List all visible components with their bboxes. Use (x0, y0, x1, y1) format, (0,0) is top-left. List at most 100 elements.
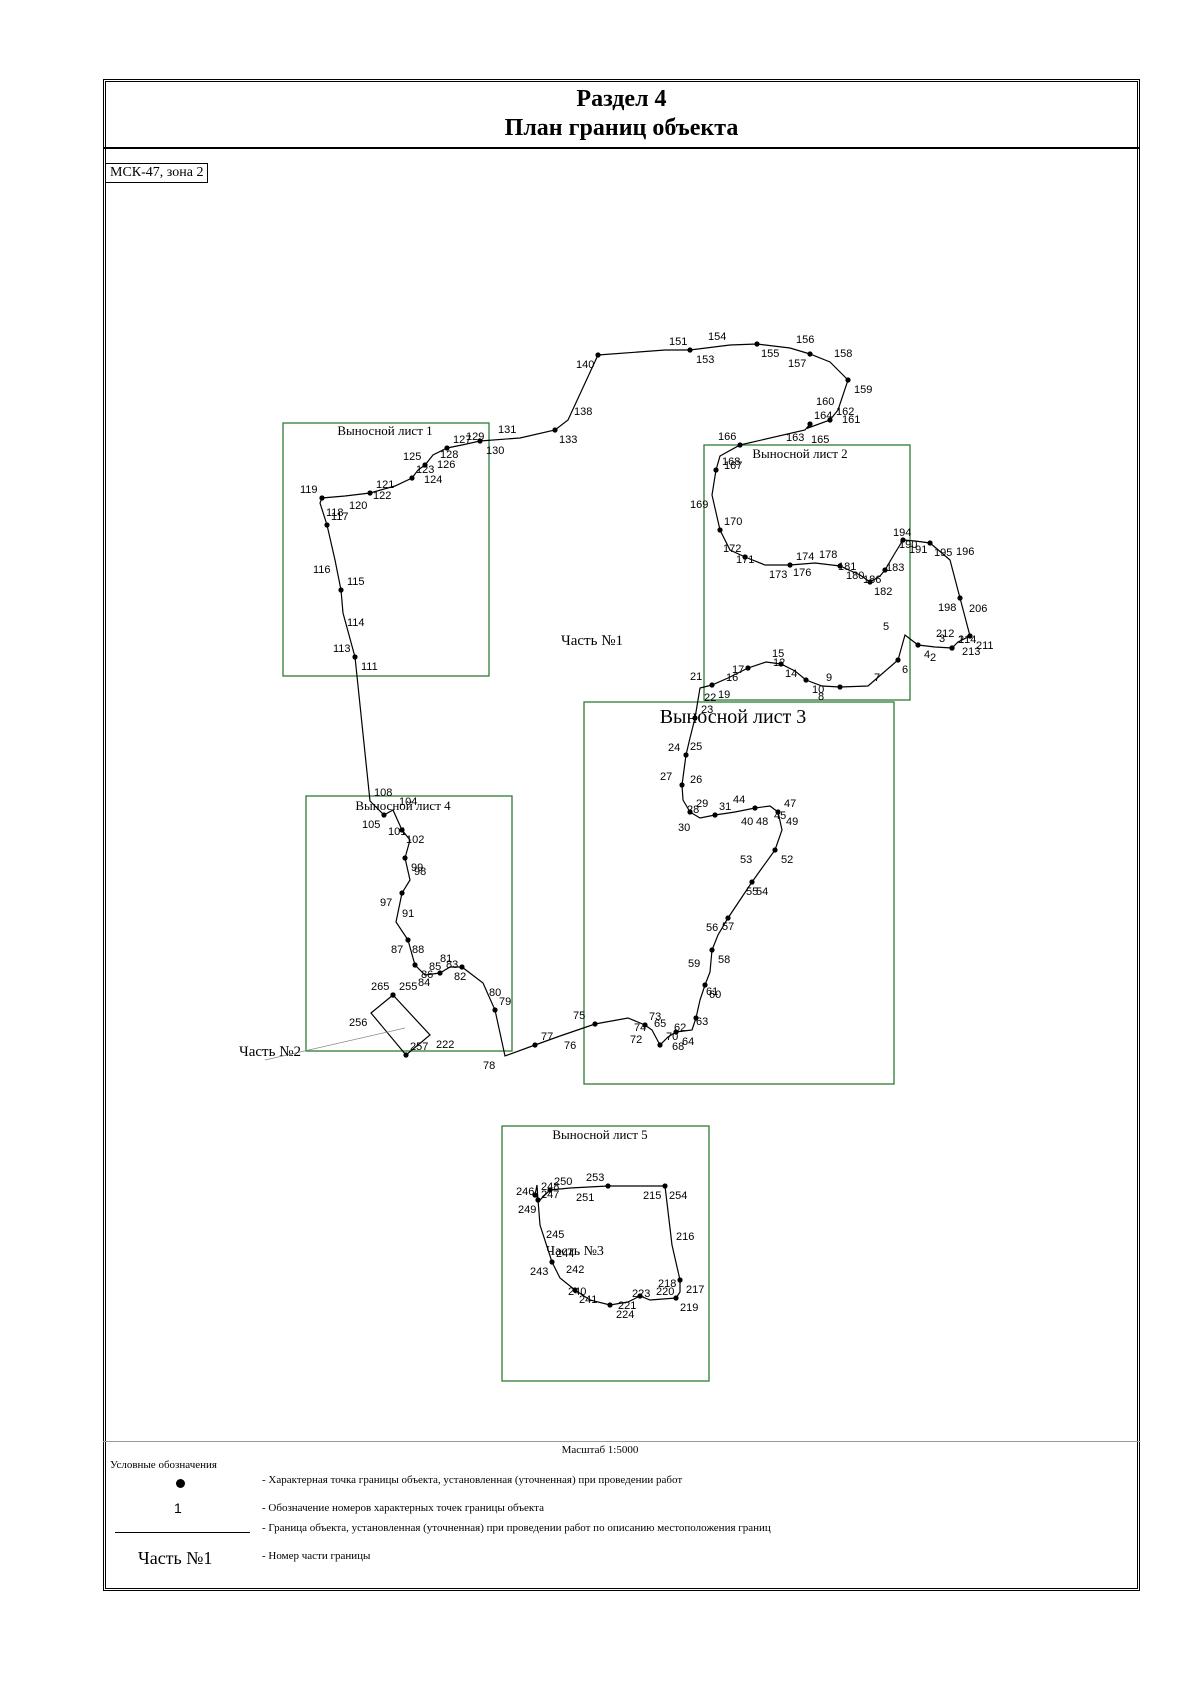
point-number: 79 (499, 996, 511, 1008)
point-number: 59 (688, 958, 700, 970)
point-number: 80 (489, 987, 501, 999)
point-number: 190 (899, 539, 917, 551)
boundary-point (409, 475, 415, 481)
page-subtitle: План границ объекта (504, 115, 739, 141)
point-number: 97 (380, 897, 392, 909)
point-number: 167 (724, 460, 742, 472)
legend-point-symbol (176, 1479, 185, 1488)
point-number: 157 (788, 358, 806, 370)
page-title: Раздел 4 (576, 86, 667, 112)
boundary-point (807, 351, 813, 357)
point-number: 88 (412, 944, 424, 956)
point-number: 75 (573, 1010, 585, 1022)
point-number: 182 (874, 586, 892, 598)
point-number: 247 (541, 1189, 559, 1201)
legend-title: Условные обозначения (110, 1459, 217, 1471)
boundary-point (895, 657, 901, 663)
point-number: 212 (936, 628, 954, 640)
point-number: 222 (436, 1039, 454, 1051)
boundary-point (927, 540, 933, 546)
scale-label: Масштаб 1:5000 (561, 1444, 639, 1456)
part2-leader (264, 1027, 406, 1061)
point-number: 121 (376, 479, 394, 491)
point-number: 174 (796, 551, 814, 563)
boundary-point (692, 715, 698, 721)
point-number: 151 (669, 336, 687, 348)
boundary-point (693, 1015, 699, 1021)
point-number: 17 (732, 664, 744, 676)
point-number: 73 (649, 1011, 661, 1023)
point-number: 265 (371, 981, 389, 993)
point-number: 196 (956, 546, 974, 558)
boundary-point (867, 579, 873, 585)
boundary-point (679, 782, 685, 788)
point-number: 214 (958, 634, 976, 646)
point-number: 124 (424, 474, 442, 486)
point-number: 84 (418, 977, 430, 989)
point-number: 249 (518, 1204, 536, 1216)
sheet2-title: Выносной лист 2 (752, 446, 847, 461)
point-number: 253 (586, 1172, 604, 1184)
boundary-point (775, 809, 781, 815)
boundary-point (949, 645, 955, 651)
point-number: 8 (818, 691, 824, 703)
point-number: 251 (576, 1192, 594, 1204)
point-number: 186 (863, 574, 881, 586)
point-number: 155 (761, 348, 779, 360)
legend-number-desc: - Обозначение номеров характерных точек … (262, 1502, 544, 1514)
legend-divider (103, 1441, 1140, 1442)
boundary-point (725, 915, 731, 921)
point-number: 130 (486, 445, 504, 457)
legend-line-desc: - Граница объекта, установленная (уточне… (262, 1522, 771, 1534)
point-number: 191 (909, 544, 927, 556)
point-number: 128 (440, 449, 458, 461)
boundary-point (412, 962, 418, 968)
page-header: Раздел 4 План границ объекта (103, 79, 1140, 149)
point-number: 244 (556, 1248, 574, 1260)
point-number: 105 (362, 819, 380, 831)
boundary-point (324, 522, 330, 528)
boundary-point (399, 890, 405, 896)
point-number: 53 (740, 854, 752, 866)
part1-label: Часть №1 (561, 633, 623, 649)
point-number: 2 (930, 652, 936, 664)
part3-boundary (534, 1184, 681, 1306)
boundary-point (803, 677, 809, 683)
boundary-point (338, 587, 344, 593)
point-number: 242 (566, 1264, 584, 1276)
point-number: 62 (674, 1022, 686, 1034)
boundary-point (352, 654, 358, 660)
sheet3-border (583, 701, 895, 1085)
point-number: 9 (826, 672, 832, 684)
point-number: 211 (976, 640, 994, 652)
point-number: 138 (574, 406, 592, 418)
point-number: 10 (812, 684, 824, 696)
boundary-point (422, 462, 428, 468)
point-number: 125 (403, 451, 421, 463)
point-number: 30 (678, 822, 690, 834)
sheet5-title: Выносной лист 5 (552, 1127, 647, 1142)
legend-point-desc: - Характерная точка границы объекта, уст… (262, 1474, 683, 1486)
point-number: 221 (618, 1300, 636, 1312)
point-number: 163 (786, 432, 804, 444)
point-number: 217 (686, 1284, 704, 1296)
point-number: 248 (541, 1181, 559, 1193)
point-number: 240 (568, 1286, 586, 1298)
point-number: 215 (643, 1190, 661, 1202)
boundary-point (605, 1183, 611, 1189)
point-number: 116 (313, 564, 331, 576)
boundary-point (677, 1277, 683, 1283)
boundary-point (390, 992, 396, 998)
point-number: 255 (399, 981, 417, 993)
point-number: 64 (682, 1036, 694, 1048)
boundary-point (552, 427, 558, 433)
point-number: 15 (772, 648, 784, 660)
point-number: 115 (347, 576, 365, 588)
point-number: 114 (347, 617, 365, 629)
point-number: 54 (756, 886, 768, 898)
sheet4-title: Выносной лист 4 (355, 798, 451, 813)
boundary-point (477, 438, 483, 444)
boundary-point (737, 442, 743, 448)
